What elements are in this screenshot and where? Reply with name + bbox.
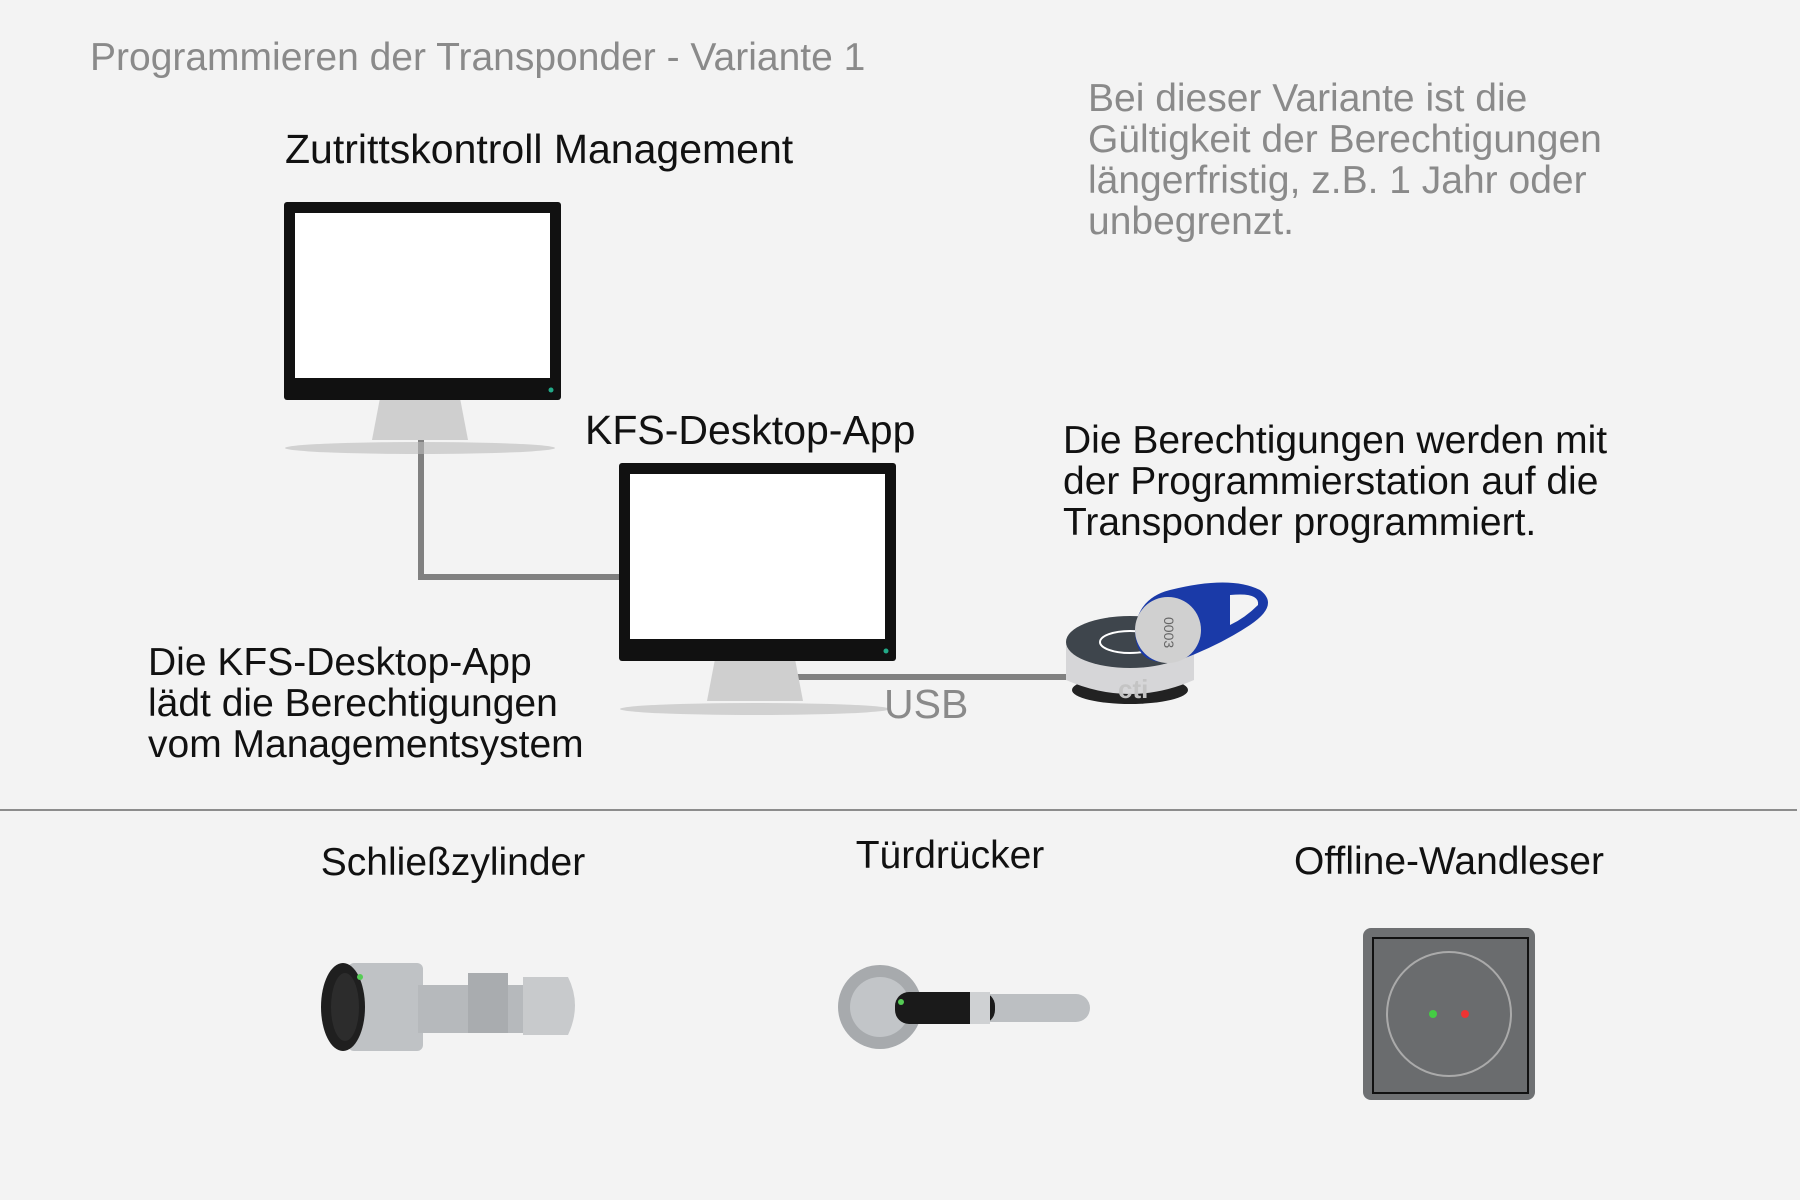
station-brand: cti — [1118, 674, 1148, 704]
usb-label: USB — [884, 681, 969, 727]
locking-cylinder-icon — [321, 963, 575, 1051]
network-line — [418, 440, 620, 580]
section-divider — [0, 809, 1797, 811]
variant-note: Bei dieser Variante ist die Gültigkeit d… — [1088, 78, 1602, 242]
note-line: Bei dieser Variante ist die — [1088, 77, 1528, 120]
desktop-app-description: Die KFS-Desktop-App lädt die Berechtigun… — [148, 642, 584, 765]
transponder-keyfob-icon: 0003 — [1135, 582, 1268, 663]
transponder-number: 0003 — [1161, 617, 1177, 648]
management-monitor-icon — [284, 202, 561, 454]
text-line: Transponder programmiert. — [1063, 501, 1537, 544]
management-label: Zutrittskontroll Management — [285, 126, 794, 172]
station-description: Die Berechtigungen werden mit der Progra… — [1063, 420, 1607, 543]
page-title: Programmieren der Transponder - Variante… — [90, 36, 866, 79]
text-line: der Programmierstation auf die — [1063, 460, 1599, 503]
text-line: lädt die Berechtigungen — [148, 682, 558, 725]
wall-reader-icon — [1363, 928, 1535, 1100]
note-line: längerfristig, z.B. 1 Jahr oder — [1088, 159, 1587, 202]
desktop-app-label: KFS-Desktop-App — [585, 407, 916, 453]
door-handle-icon — [838, 965, 1090, 1049]
device-label-wall-reader: Offline-Wandleser — [1294, 840, 1604, 883]
device-label-handle: Türdrücker — [855, 834, 1045, 877]
note-line: Gültigkeit der Berechtigungen — [1088, 118, 1602, 161]
text-line: vom Managementsystem — [148, 723, 584, 766]
programming-station-icon: cti 0003 — [1066, 582, 1268, 704]
text-line: Die Berechtigungen werden mit — [1063, 419, 1608, 462]
text-line: Die KFS-Desktop-App — [148, 641, 532, 684]
device-label-cylinder: Schließzylinder — [320, 841, 586, 884]
desktop-monitor-icon — [619, 463, 896, 715]
note-line: unbegrenzt. — [1088, 200, 1294, 243]
